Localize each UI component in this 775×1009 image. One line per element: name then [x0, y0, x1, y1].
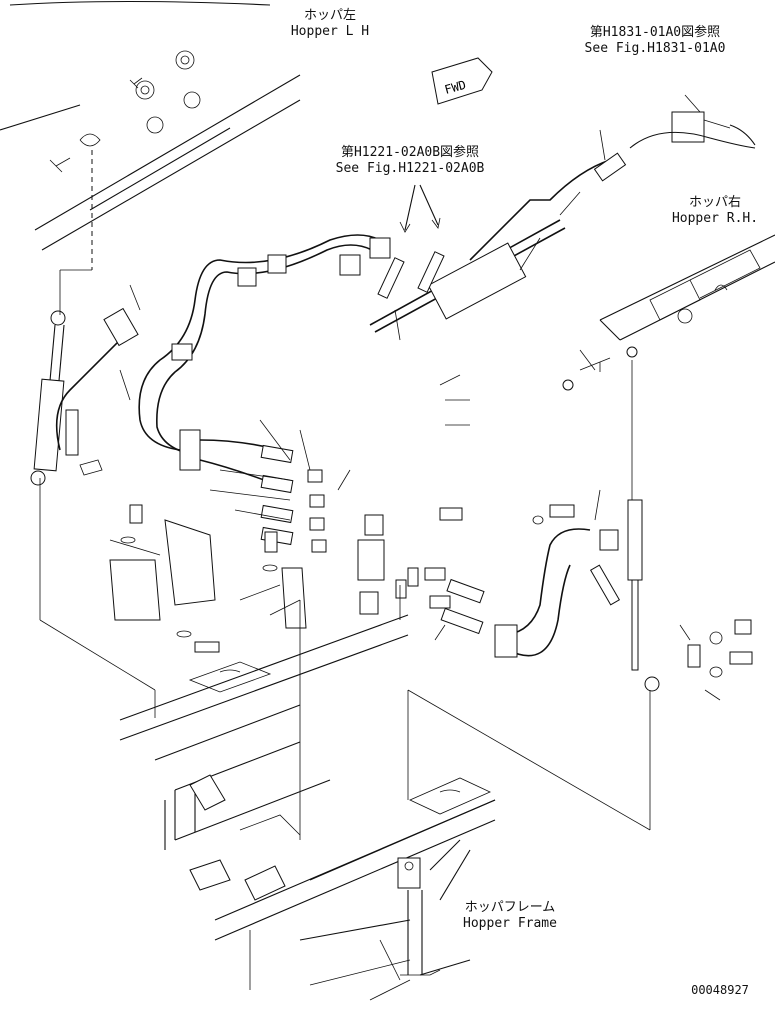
fig-h1831-en: See Fig.H1831-01A0: [584, 41, 726, 56]
upper-hose-routing: [138, 234, 445, 456]
hopper-frame-label: ホッパフレーム Hopper Frame: [450, 900, 570, 932]
fig-h1221-label: 第H1221-02A0B図参照 See Fig.H1221-02A0B: [320, 145, 500, 177]
reference-lines: [299, 600, 651, 840]
hopper-lh-jp: ホッパ左: [303, 8, 356, 23]
callout-leaders: [109, 284, 721, 701]
left-brackets: [39, 478, 307, 718]
pipe-rail: [369, 191, 581, 333]
h1221-leaders: [399, 184, 441, 233]
hopper-lh-plate: [0, 0, 301, 251]
hopper-frame-en: Hopper Frame: [463, 916, 557, 931]
fwd-text: FWD: [443, 78, 468, 97]
hopper-rh-jp: ホッパ右: [688, 195, 741, 210]
drawing-number: 00048927: [691, 983, 749, 997]
fig-h1831-jp: 第H1831-01A0図参照: [589, 25, 721, 40]
fwd-arrow: FWD: [431, 57, 493, 105]
hopper-frame: [119, 614, 496, 1001]
fig-h1221-jp: 第H1221-02A0B図参照: [340, 145, 480, 160]
fig-h1831-label: 第H1831-01A0図参照 See Fig.H1831-01A0: [565, 25, 745, 57]
left-cylinder: [30, 77, 143, 486]
center-manifold: [179, 429, 485, 635]
hopper-rh-frame: [599, 234, 775, 341]
hopper-frame-jp: ホッパフレーム: [464, 900, 556, 915]
hopper-rh-en: Hopper R.H.: [671, 211, 759, 226]
hopper-rh-label: ホッパ右 Hopper R.H.: [665, 195, 765, 227]
hopper-lh-label: ホッパ左 Hopper L H: [280, 8, 380, 40]
right-hose-cylinder: [494, 346, 753, 692]
fig-h1221-en: See Fig.H1221-02A0B: [335, 161, 485, 176]
hopper-lh-en: Hopper L H: [290, 24, 370, 39]
right-valve-assembly: [469, 94, 756, 261]
